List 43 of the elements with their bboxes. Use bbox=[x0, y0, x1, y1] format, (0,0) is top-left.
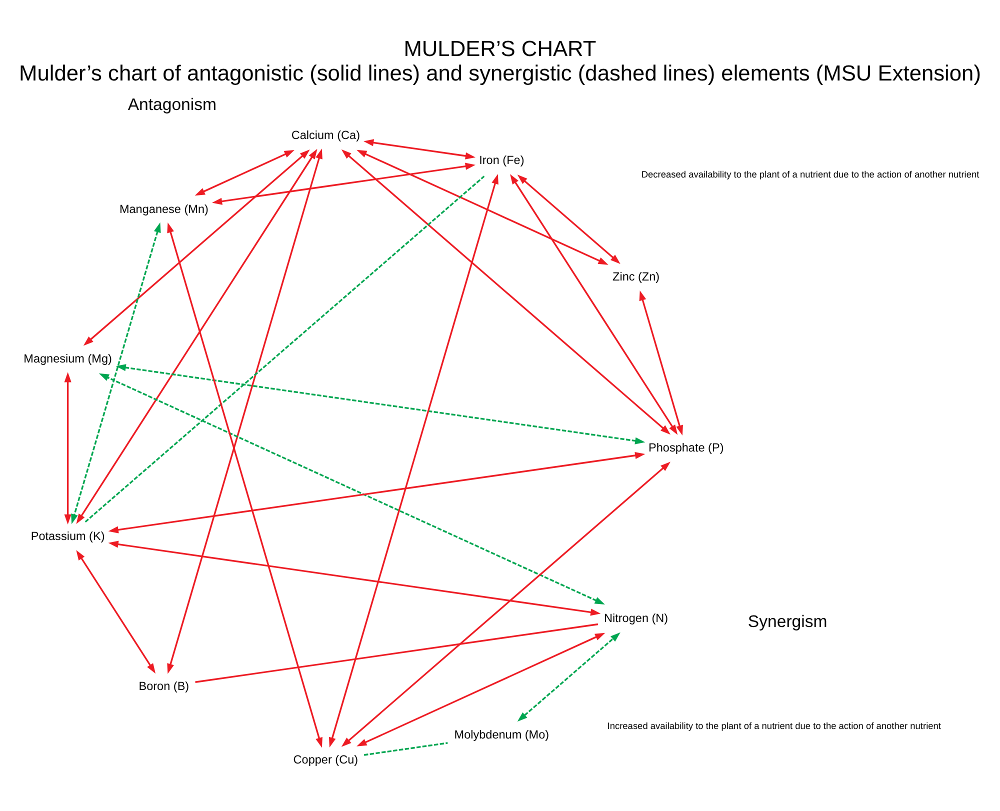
node-text: Manganese (Mn) bbox=[119, 202, 208, 216]
legend-label: Synergism bbox=[748, 612, 828, 632]
node-text: Zinc (Zn) bbox=[612, 270, 660, 284]
arrow bbox=[167, 148, 322, 674]
arrow bbox=[116, 364, 646, 444]
node-text: Potassium (K) bbox=[30, 530, 105, 544]
arrow bbox=[517, 632, 620, 722]
node-text: Magnesium (Mg) bbox=[24, 352, 112, 366]
arrow bbox=[76, 148, 318, 524]
arrow bbox=[64, 372, 72, 524]
label: Decreased availability to the plant of a nutrient due to the action of another nutrient bbox=[641, 169, 980, 180]
arrow bbox=[212, 162, 476, 205]
arrow bbox=[83, 150, 310, 346]
arrow bbox=[108, 540, 601, 616]
arrow bbox=[510, 174, 678, 435]
arrow bbox=[167, 222, 322, 748]
arrow bbox=[364, 139, 476, 160]
arrow bbox=[108, 452, 646, 534]
node-text: Iron (Fe) bbox=[479, 154, 524, 168]
node-text: Phosphate (P) bbox=[648, 441, 724, 454]
label: Increased availability to the plant of a nutrient due to the action of another nutrient bbox=[607, 720, 941, 731]
arrow bbox=[71, 222, 161, 524]
node-text: Boron (B) bbox=[138, 680, 190, 693]
arrow bbox=[194, 150, 294, 196]
connector bbox=[195, 623, 598, 683]
arrow bbox=[356, 632, 606, 746]
arrow bbox=[341, 462, 670, 747]
connector bbox=[364, 742, 448, 756]
caption: Mulder’s chart of antagonistic (solid lines) and synergistic (dashed lines) elements (MSU Extension) bbox=[19, 60, 981, 86]
node-text: Nitrogen (N) bbox=[604, 612, 668, 625]
node-text: Calcium (Ca) bbox=[291, 128, 360, 142]
node-text: Molybdenum (Mo) bbox=[454, 728, 550, 742]
arrow bbox=[517, 174, 620, 264]
arrow bbox=[356, 150, 608, 265]
arrow bbox=[639, 290, 683, 436]
arrow bbox=[341, 149, 670, 435]
arrow bbox=[328, 174, 498, 748]
legend-label: Antagonism bbox=[128, 95, 217, 114]
node-text: Copper (Cu) bbox=[293, 754, 358, 767]
diagram-title: MULDER’S CHART bbox=[404, 36, 596, 62]
arrow bbox=[76, 550, 156, 674]
connector bbox=[84, 176, 485, 522]
arrow bbox=[98, 373, 605, 605]
